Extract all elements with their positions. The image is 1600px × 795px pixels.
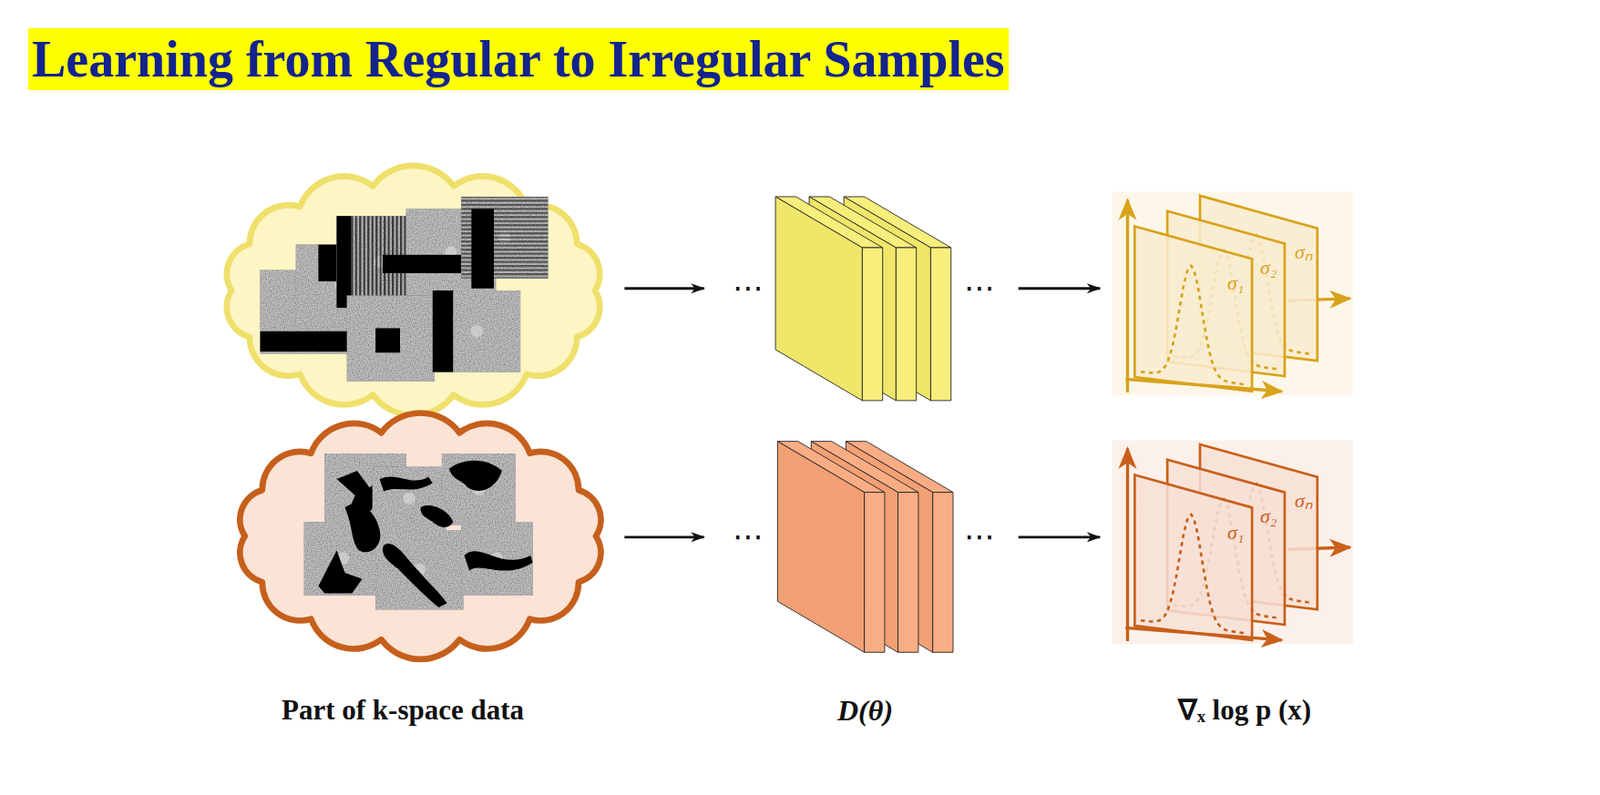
sigma-label: σ₂	[1260, 256, 1278, 279]
data-cloud	[226, 165, 600, 416]
ellipsis: ⋯	[964, 519, 995, 555]
sigma-label: σ₁	[1227, 521, 1245, 544]
kspace-center	[470, 325, 483, 338]
mask	[432, 290, 453, 373]
kspace-image	[441, 453, 516, 525]
sigma-frame	[1134, 225, 1252, 391]
ellipsis: ⋯	[732, 270, 764, 307]
kspace-noise	[375, 530, 463, 610]
flow-arrow	[624, 535, 704, 539]
mask-blob	[382, 543, 447, 608]
slide-title: Learning from Regular to Irregular Sampl…	[28, 28, 1009, 91]
sigma-label: σ₁	[1227, 271, 1245, 295]
layer-face	[775, 196, 862, 401]
axis	[1126, 448, 1129, 642]
kspace-image	[461, 522, 533, 596]
mask-blob	[317, 550, 362, 594]
kspace-noise	[347, 296, 435, 382]
gaussian-curve	[1140, 514, 1247, 635]
kspace-image	[406, 208, 497, 296]
mask-blob	[449, 461, 503, 492]
score-panel	[1112, 191, 1354, 396]
mask	[375, 328, 400, 353]
sigma-label: σₙ	[1294, 489, 1313, 513]
ellipsis: ⋯	[964, 270, 995, 307]
mask-blob	[464, 551, 534, 572]
ellipsis: ⋯	[732, 519, 764, 555]
kspace-image	[375, 530, 463, 610]
column-label: Part of k-space data	[281, 694, 524, 728]
layer-side	[930, 247, 951, 401]
axis	[1126, 199, 1129, 393]
mask-blob	[420, 505, 453, 528]
sigma-frame	[1134, 475, 1252, 641]
sigma-label: σ₂	[1260, 504, 1278, 528]
data-cloud	[239, 413, 601, 660]
flow-arrow	[1018, 287, 1101, 290]
flow-arrow	[624, 287, 704, 290]
mask-blob	[345, 503, 381, 553]
kspace-noise	[461, 522, 533, 596]
kspace-noise	[441, 453, 516, 525]
column-label: ∇ₓ log p (x)	[1178, 694, 1312, 728]
mask-blob	[379, 476, 433, 492]
column-label: D(θ)	[837, 694, 893, 729]
kspace-center	[402, 492, 415, 505]
layer-side	[933, 492, 954, 654]
mask	[260, 331, 355, 352]
kspace-noise	[406, 208, 497, 296]
kspace-image	[432, 290, 521, 373]
kspace-image	[347, 296, 435, 382]
kspace-noise	[432, 290, 521, 373]
mask	[317, 245, 337, 282]
axis	[1125, 379, 1282, 391]
axis	[1125, 627, 1282, 640]
mask	[337, 215, 352, 308]
layer-side	[861, 247, 883, 401]
layer-face	[777, 441, 864, 654]
flow-arrow	[1018, 535, 1101, 539]
layer-side	[898, 492, 919, 654]
score-panel	[1112, 441, 1354, 646]
sigma-label: σₙ	[1294, 240, 1313, 264]
gaussian-curve	[1140, 266, 1247, 386]
mask	[382, 255, 471, 274]
layer-side	[895, 247, 916, 401]
mask	[471, 208, 494, 288]
layer-side	[864, 492, 885, 654]
